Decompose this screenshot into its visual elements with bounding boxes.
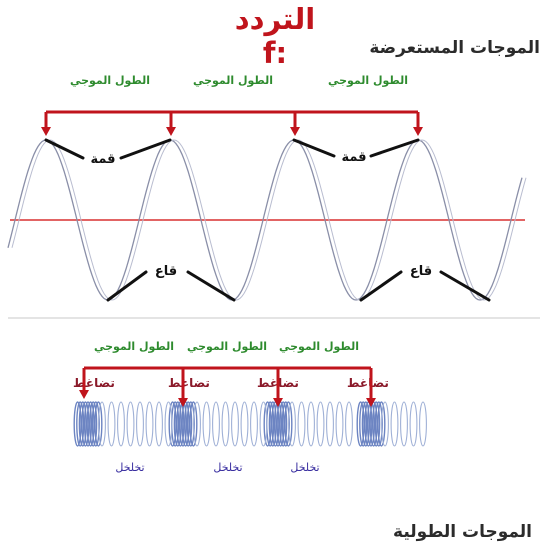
crest-pointer-2b xyxy=(369,138,420,158)
spring-coil xyxy=(186,401,195,447)
trough-label-1: قاع xyxy=(155,264,177,279)
spring-coils xyxy=(73,401,427,447)
spring-coil xyxy=(173,401,182,447)
spring-coil xyxy=(335,401,344,447)
trough-pointer-1b xyxy=(186,270,236,302)
spring-coil xyxy=(83,401,93,447)
transverse-wavelength-label-1: الطول الموجي xyxy=(70,74,150,87)
crest-pointer-1b xyxy=(119,138,172,160)
spring-coil xyxy=(86,401,95,447)
rarefaction-label-1: تخلخل xyxy=(115,461,144,474)
crest-pointer-1a xyxy=(44,138,85,160)
trough-pointer-1a xyxy=(106,270,148,302)
spring-coil xyxy=(212,401,220,447)
spring-coil xyxy=(297,401,306,447)
longitudinal-arrowhead-1 xyxy=(79,390,89,399)
spring-coil xyxy=(372,401,381,447)
spring-coil xyxy=(117,401,125,447)
spring-coil xyxy=(377,401,386,447)
spring-coil xyxy=(288,401,296,447)
spring-coil xyxy=(240,401,249,447)
crest-pointers xyxy=(44,138,420,160)
spring-coil xyxy=(361,401,370,447)
transverse-wavelength-label-2: الطول الموجي xyxy=(193,74,273,87)
transverse-heading: الموجات المستعرضة xyxy=(369,38,540,58)
transverse-arrowhead-4 xyxy=(413,127,423,136)
spring-coil xyxy=(184,401,193,447)
compression-label-1: تضاغط xyxy=(73,376,115,390)
spring-coil xyxy=(250,401,258,447)
spring-coil xyxy=(91,401,100,447)
spring-coil xyxy=(284,401,293,447)
trough-pointer-2a xyxy=(359,270,403,302)
transverse-arrowhead-1 xyxy=(41,127,51,136)
transverse-arrowhead-3 xyxy=(290,127,300,136)
spring-coil xyxy=(76,401,85,447)
compression-label-2: تضاغط xyxy=(168,376,210,390)
longitudinal-arrowhead-2 xyxy=(178,398,188,407)
rarefaction-label-2: تخلخل xyxy=(213,461,242,474)
trough-pointers xyxy=(106,270,491,302)
crest-label-1: قمة xyxy=(90,152,115,167)
spring-coil xyxy=(145,401,154,447)
spring-coil xyxy=(221,401,230,447)
spring-coil xyxy=(381,401,389,447)
spring-coil xyxy=(81,401,90,447)
page-title: التردد :f xyxy=(234,2,316,70)
trough-label-2: قاع xyxy=(410,264,432,279)
spring-coil xyxy=(98,401,106,447)
spring-coil xyxy=(268,401,277,447)
longitudinal-brackets xyxy=(79,366,376,407)
compression-label-4: تضاغط xyxy=(347,376,389,390)
longitudinal-heading: الموجات الطولية xyxy=(393,522,532,542)
spring-coil xyxy=(164,401,173,447)
spring-coil xyxy=(345,401,353,447)
spring-coil xyxy=(168,401,177,447)
spring-coil xyxy=(155,401,163,447)
longitudinal-wavelength-label-2: الطول الموجي xyxy=(187,340,267,353)
spring-coil xyxy=(307,401,315,447)
spring-coil xyxy=(263,401,272,447)
longitudinal-wavelength-label-1: الطول الموجي xyxy=(94,340,174,353)
spring-coil xyxy=(136,401,144,447)
crest-label-2: قمة xyxy=(341,150,366,165)
transverse-arrowhead-2 xyxy=(166,127,176,136)
spring-coil xyxy=(374,401,383,447)
spring-coil xyxy=(189,401,198,447)
spring-coil xyxy=(202,401,211,447)
transverse-brackets xyxy=(41,110,423,136)
spring-coil xyxy=(94,401,103,447)
longitudinal-wavelength-label-3: الطول الموجي xyxy=(279,340,359,353)
spring-coil xyxy=(419,401,427,447)
spring-coil xyxy=(316,401,325,447)
spring-coil xyxy=(359,401,368,447)
spring-coil xyxy=(281,401,290,447)
spring-coil xyxy=(73,401,82,447)
spring-coil xyxy=(107,401,116,447)
spring-coil xyxy=(126,401,135,447)
spring-coil xyxy=(89,401,98,447)
rarefaction-label-3: تخلخل xyxy=(290,461,319,474)
spring-coil xyxy=(409,401,418,447)
spring-coil xyxy=(390,401,399,447)
transverse-wavelength-label-3: الطول الموجي xyxy=(328,74,408,87)
spring-coil xyxy=(259,401,268,447)
longitudinal-arrowhead-3 xyxy=(273,398,283,407)
crest-pointer-2a xyxy=(292,138,336,158)
trough-pointer-2b xyxy=(439,270,491,302)
spring-coil xyxy=(356,401,365,447)
transverse-wave-shadow-curve xyxy=(11,139,527,301)
transverse-wave-curve xyxy=(7,139,523,301)
spring-coil xyxy=(279,401,288,447)
spring-coil xyxy=(326,401,334,447)
longitudinal-arrowhead-4 xyxy=(366,398,376,407)
spring-coil xyxy=(231,401,239,447)
longitudinal-wave-section: الطول الموجي الطول الموجي الطول الموجي ت… xyxy=(73,340,427,474)
spring-coil xyxy=(193,401,201,447)
spring-coil xyxy=(78,401,87,447)
transverse-wave-section: الطول الموجي الطول الموجي الطول الموجي ق… xyxy=(7,74,527,302)
spring-coil xyxy=(400,401,408,447)
